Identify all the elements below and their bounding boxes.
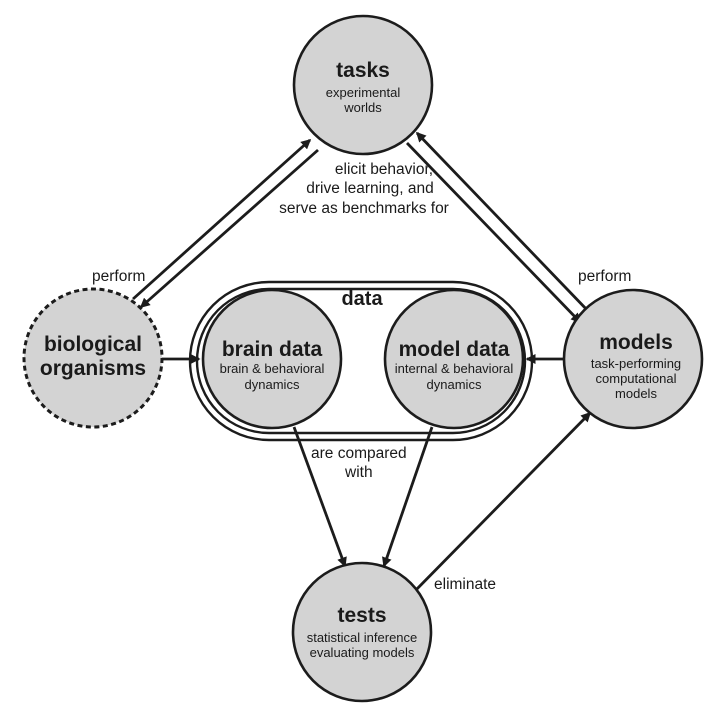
node-biological-organisms: biological organisms [22,287,164,429]
label-elicit-3: serve as benchmarks for [279,200,449,217]
arrow-tasks-to-organisms [139,148,319,309]
node-tasks-sub-1: experimental [326,85,401,100]
node-models-sub-1: task-performing [591,356,681,371]
node-tests-title: tests [337,604,386,627]
node-biological-title-1: biological [44,333,142,356]
data-container-title: data [341,288,383,310]
label-elicit-2: drive learning, and [306,180,434,197]
node-brain-data-sub-2: dynamics [245,377,300,392]
label-compared-1: are compared [311,445,407,462]
label-perform-right: perform [578,268,631,285]
node-biological-title-2: organisms [40,357,146,380]
node-brain-data-title: brain data [222,338,323,361]
arrow-models-to-tasks [415,131,592,314]
node-model-data-sub-2: dynamics [427,377,482,392]
arrow-tests-to-models [411,411,592,595]
node-model-data-sub-1: internal & behavioral [395,361,514,376]
node-models-sub-3: models [615,386,657,401]
node-tests: tests statistical inference evaluating m… [291,561,433,703]
arrow-brain-data-to-tests [292,426,347,568]
node-models-sub-2: computational [596,371,677,386]
label-perform-left: perform [92,268,145,285]
label-eliminate: eliminate [434,576,496,593]
arrow-model-data-to-tests [382,426,434,568]
node-model-data-title: model data [399,338,510,361]
node-brain-data: brain data brain & behavioral dynamics [201,288,343,430]
node-brain-data-sub-1: brain & behavioral [220,361,325,376]
node-models-title: models [599,331,673,354]
node-tasks-sub-2: worlds [343,100,382,115]
arrow-organisms-to-tasks [132,138,312,301]
node-models: models task-performing computational mod… [562,288,704,430]
node-model-data: model data internal & behavioral dynamic… [383,288,525,430]
node-tests-sub-1: statistical inference [307,630,418,645]
arrows [132,131,592,595]
node-tasks: tasks experimental worlds [292,14,434,156]
label-elicit-1: elicit behavior, [335,161,433,178]
label-compared-2: with [344,464,373,481]
node-tasks-title: tasks [336,59,390,82]
arrow-tasks-to-models [405,142,582,324]
node-tests-sub-2: evaluating models [310,645,415,660]
